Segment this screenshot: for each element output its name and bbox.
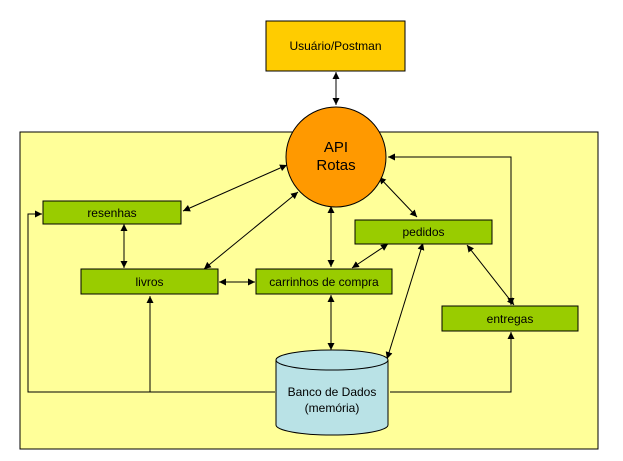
pedidos-label: pedidos xyxy=(402,225,444,239)
node-database: Banco de Dados (memória) xyxy=(275,349,389,436)
edge-api-resenhas xyxy=(182,164,288,212)
carrinhos-label: carrinhos de compra xyxy=(269,275,379,289)
edges xyxy=(27,72,515,393)
database-label-line1: Banco de Dados xyxy=(288,385,377,399)
entregas-label: entregas xyxy=(487,312,534,326)
node-entregas: entregas xyxy=(441,305,579,332)
node-livros: livros xyxy=(80,268,219,295)
edge-entregas-database xyxy=(390,332,515,393)
node-api: API Rotas xyxy=(285,106,387,208)
edge-api-livros xyxy=(203,191,299,270)
edge-pedidos-database xyxy=(385,242,425,360)
node-pedidos: pedidos xyxy=(354,219,493,245)
node-resenhas: resenhas xyxy=(42,200,182,225)
client-label: Usuário/Postman xyxy=(289,39,381,53)
node-client: Usuário/Postman xyxy=(265,20,406,72)
edge-resenhas-database xyxy=(27,210,150,393)
resenhas-label: resenhas xyxy=(87,206,136,220)
api-label-line1: API xyxy=(324,139,348,156)
node-carrinhos: carrinhos de compra xyxy=(255,268,393,295)
api-label-line2: Rotas xyxy=(316,157,355,174)
livros-label: livros xyxy=(135,275,163,289)
edge-carrinhos-pedidos xyxy=(351,243,389,269)
edge-pedidos-entregas xyxy=(466,244,515,306)
database-label-line2: (memória) xyxy=(305,401,360,415)
